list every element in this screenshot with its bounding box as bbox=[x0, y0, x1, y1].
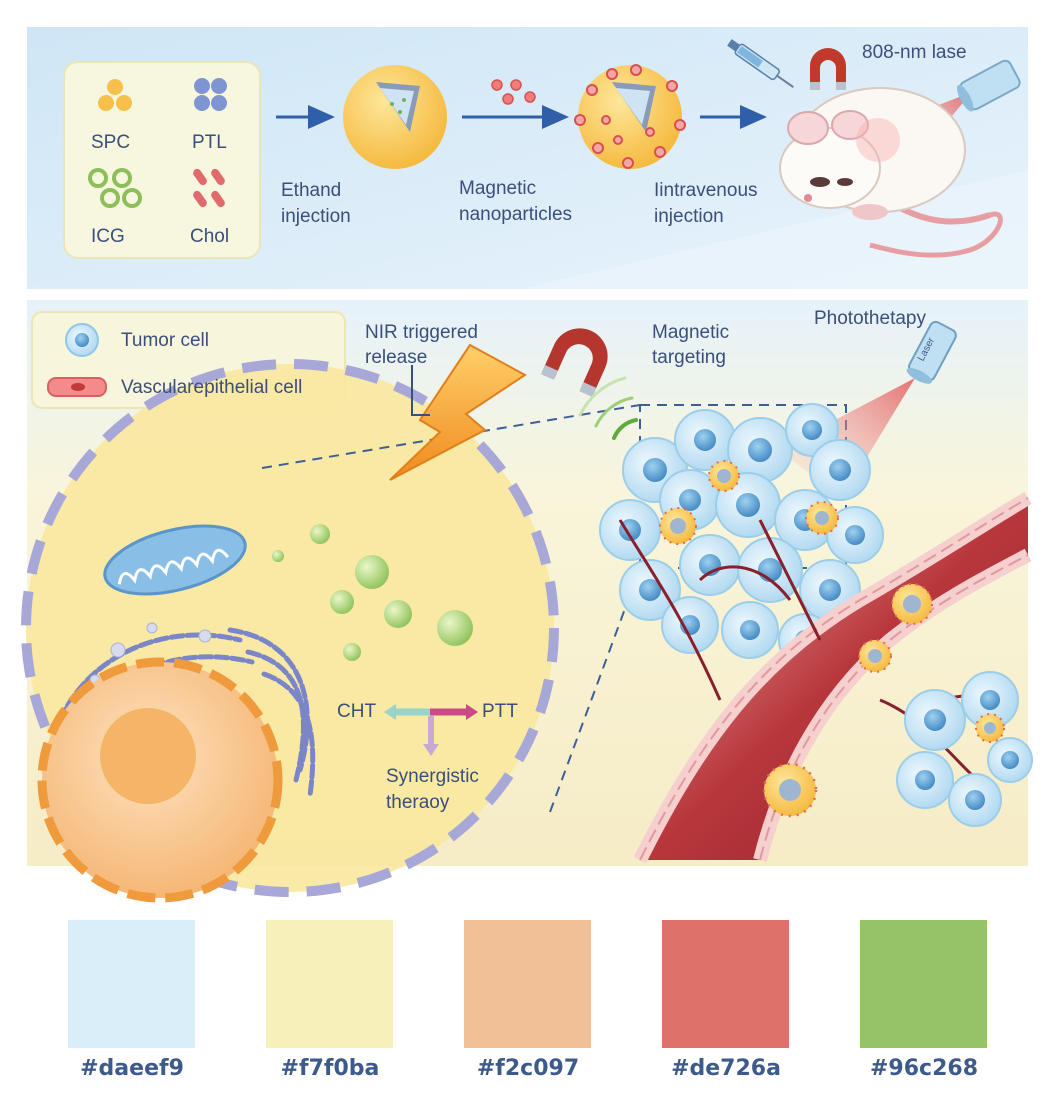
legend-vascular-label: Vascularepithelial cell bbox=[121, 377, 303, 398]
magnetic-liposomes-targeted bbox=[659, 460, 1005, 818]
step2-line2: nanoparticles bbox=[459, 204, 573, 225]
ingredient-box bbox=[63, 61, 261, 259]
cht-label: CHT bbox=[337, 701, 377, 722]
swatch-5 bbox=[860, 920, 987, 1048]
magnet-icon bbox=[810, 48, 846, 90]
laser-wavelength: 808-nm lase bbox=[862, 42, 967, 63]
nir-line1: NIR triggered bbox=[365, 322, 478, 343]
step1-line2: injection bbox=[281, 206, 351, 227]
tumor-cell-icon bbox=[65, 323, 99, 357]
swatch-1-hex: #daeef9 bbox=[80, 1056, 184, 1081]
nir-lightning-icon bbox=[389, 343, 527, 481]
step3-line2: injection bbox=[654, 206, 724, 227]
label-ptl: PTL bbox=[192, 132, 227, 153]
swatch-2 bbox=[266, 920, 393, 1048]
mitochondrion bbox=[103, 524, 247, 596]
swatch-3 bbox=[464, 920, 591, 1048]
nir-line2: release bbox=[365, 347, 428, 368]
drug-vesicles bbox=[272, 524, 473, 661]
swatch-5-hex: #96c268 bbox=[869, 1056, 978, 1081]
swatch-1 bbox=[68, 920, 195, 1048]
cell-nucleus bbox=[37, 657, 283, 903]
magnetic-line1: Magnetic bbox=[652, 322, 730, 343]
laser-device bbox=[906, 320, 957, 384]
synergy-line1: Synergistic bbox=[386, 766, 479, 787]
step1-line1: Ethand bbox=[281, 180, 342, 201]
phototherapy-label: Photothetapy bbox=[814, 308, 926, 329]
vascular-cell-icon bbox=[47, 377, 107, 397]
legend-tumor-label: Tumor cell bbox=[121, 330, 209, 351]
synergy-line2: theraoy bbox=[386, 792, 450, 813]
ptt-label: PTT bbox=[482, 701, 518, 722]
magnetic-waves bbox=[578, 376, 638, 440]
magnetic-line2: targeting bbox=[652, 347, 726, 368]
swatch-4 bbox=[662, 920, 789, 1048]
syringe-icon bbox=[727, 39, 794, 88]
label-chol: Chol bbox=[190, 226, 230, 247]
mouse-illustration bbox=[779, 87, 1003, 258]
magnet-mid-icon bbox=[541, 328, 608, 397]
icg-icon bbox=[88, 168, 142, 208]
chol-icon bbox=[193, 168, 225, 208]
liposome bbox=[343, 65, 447, 169]
step2-line1: Magnetic bbox=[459, 178, 537, 199]
swatch-2-hex: #f7f0ba bbox=[280, 1056, 380, 1081]
label-icg: ICG bbox=[91, 226, 125, 247]
step3-line1: Iintravenous bbox=[654, 180, 758, 201]
swatch-3-hex: #f2c097 bbox=[476, 1056, 580, 1081]
label-spc: SPC bbox=[91, 132, 131, 153]
laser-device-top bbox=[956, 59, 1021, 112]
tumor-cluster-right bbox=[896, 671, 1033, 827]
nanoparticles-icon bbox=[491, 79, 536, 105]
swatch-4-hex: #de726a bbox=[671, 1056, 781, 1081]
magnetic-liposome bbox=[574, 64, 686, 169]
ptl-icon bbox=[194, 78, 227, 111]
spc-icon bbox=[98, 79, 132, 111]
